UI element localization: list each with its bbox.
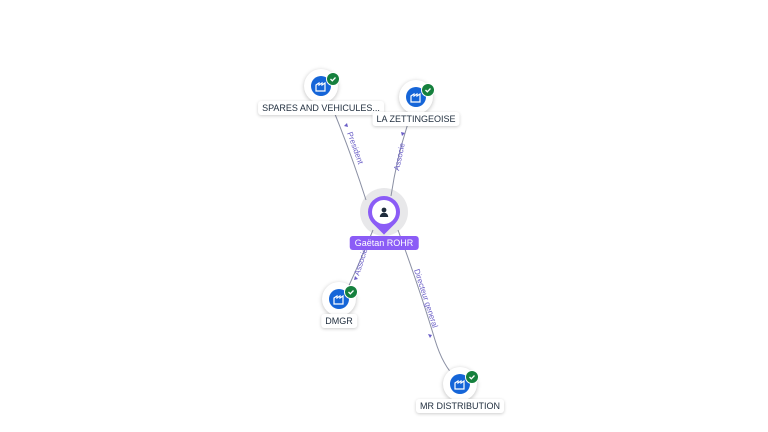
person-name-label: Gaëtan ROHR xyxy=(349,236,419,250)
company-label: SPARES AND VEHICULES... xyxy=(258,101,384,115)
person-icon xyxy=(372,200,396,224)
company-label: MR DISTRIBUTION xyxy=(416,399,504,413)
verified-check-icon xyxy=(326,72,340,86)
edge-label-associe-zettingeoise: Associe xyxy=(392,142,407,172)
arrow-president xyxy=(344,123,348,127)
company-label: DMGR xyxy=(321,314,357,328)
company-label: LA ZETTINGEOISE xyxy=(372,112,460,126)
verified-check-icon xyxy=(344,285,358,299)
edge-directeur-general xyxy=(397,229,457,379)
edge-label-associe-dmgr: Associe xyxy=(352,247,369,277)
arrow-directeur-general xyxy=(428,334,432,338)
edge-label-directeur-general: Directeur general xyxy=(412,268,440,329)
arrow-associe-zettingeoise xyxy=(401,132,405,136)
verified-check-icon xyxy=(421,83,435,97)
verified-check-icon xyxy=(465,370,479,384)
arrow-associe-dmgr xyxy=(354,276,358,280)
